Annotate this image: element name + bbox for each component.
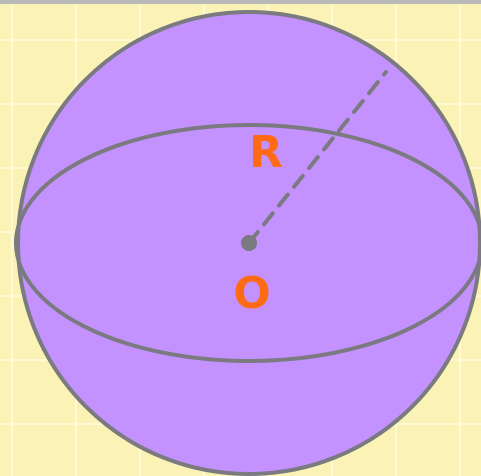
top-border: [0, 0, 481, 4]
center-point: [241, 235, 257, 251]
center-label: O: [233, 268, 270, 319]
radius-dashed-line: [247, 70, 388, 245]
equator-ellipse: [14, 123, 481, 363]
radius-label: R: [249, 127, 283, 178]
